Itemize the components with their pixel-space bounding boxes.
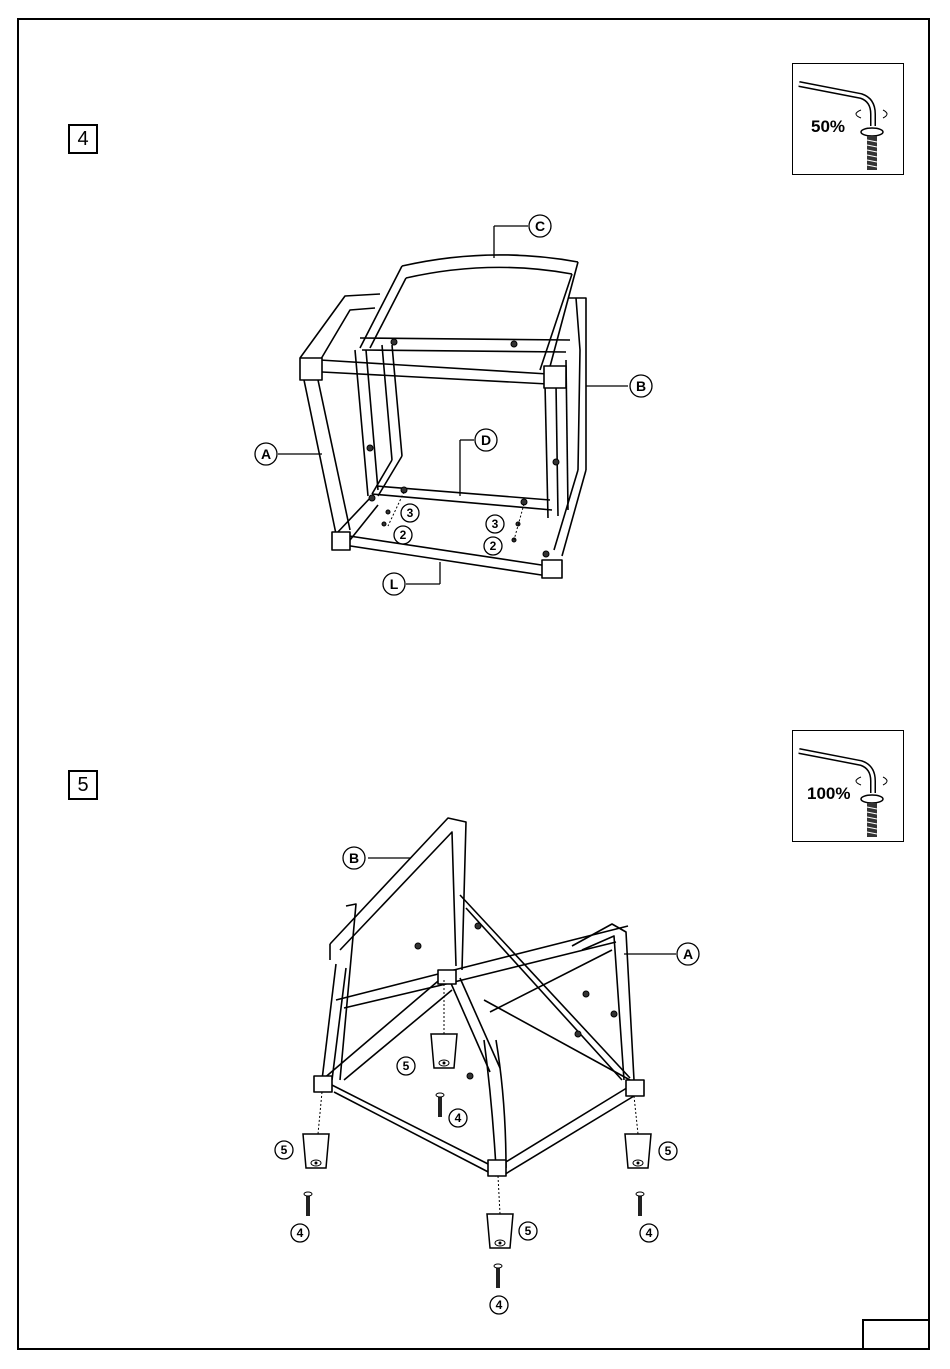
step4-bolts [367,339,559,557]
step4-callouts [255,215,652,595]
label-D: D [481,432,491,448]
label-2: 2 [400,528,407,542]
label-4: 4 [455,1111,462,1125]
step4-frame [300,255,586,578]
label-3: 3 [407,506,414,520]
step5-feet [303,1034,651,1288]
label-B: B [349,850,359,866]
label-4: 4 [646,1226,653,1240]
step5-dashes [318,980,638,1214]
label-L: L [390,576,399,592]
label-A: A [683,946,693,962]
label-5: 5 [525,1224,532,1238]
label-5: 5 [665,1144,672,1158]
label-B: B [636,378,646,394]
label-A: A [261,446,271,462]
label-4: 4 [297,1226,304,1240]
step5-frame [314,818,644,1176]
label-5: 5 [281,1143,288,1157]
label-3: 3 [492,517,499,531]
label-2: 2 [490,539,497,553]
label-5: 5 [403,1059,410,1073]
label-4: 4 [496,1298,503,1312]
label-C: C [535,218,545,234]
